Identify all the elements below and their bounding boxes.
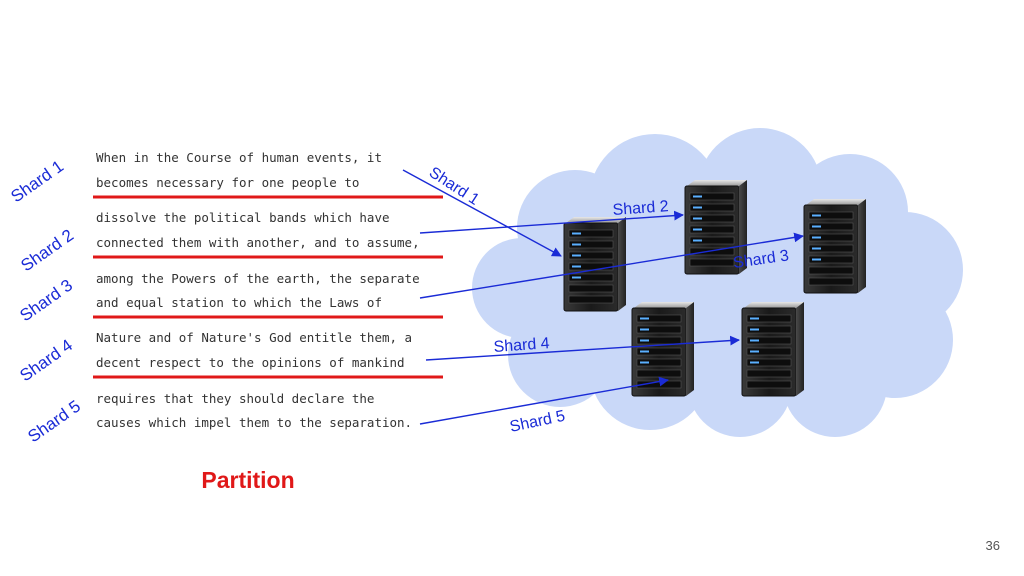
shard3-line2: and equal station to which the Laws of	[96, 295, 382, 310]
left-label-shard4: Shard 4	[16, 336, 76, 386]
shard3-line1: among the Powers of the earth, the separ…	[96, 271, 420, 286]
left-label-shard5: Shard 5	[24, 397, 84, 447]
page-number: 36	[986, 538, 1000, 553]
arrow-shard4	[425, 335, 740, 361]
cloud-shape	[472, 128, 963, 437]
arrow-shard3	[419, 232, 804, 299]
shard5-line1: requires that they should declare the	[96, 391, 374, 406]
text-column: When in the Course of human events, it b…	[96, 150, 420, 430]
left-label-shard1: Shard 1	[7, 157, 67, 207]
shard-arrows	[402, 169, 804, 425]
shard5-line2: causes which impel them to the separatio…	[96, 415, 412, 430]
partition-caption: Partition	[201, 467, 294, 493]
shard4-line2: decent respect to the opinions of mankin…	[96, 355, 405, 370]
shard-dividers	[93, 195, 443, 379]
left-shard-labels: Shard 1 Shard 2 Shard 3 Shard 4 Shard 5	[7, 157, 84, 447]
left-label-shard2: Shard 2	[17, 226, 77, 276]
left-label-shard3: Shard 3	[16, 276, 76, 326]
server-label-shard5: Shard 5	[508, 408, 566, 436]
server-label-shard4: Shard 4	[493, 335, 550, 356]
arrow-shard2	[419, 210, 684, 234]
arrow-shard1	[402, 169, 562, 257]
server-icon	[631, 301, 695, 397]
shard1-line1: When in the Course of human events, it	[96, 150, 382, 165]
server-label-shard2: Shard 2	[612, 198, 669, 219]
server-icon	[741, 301, 805, 397]
shard2-line2: connected them with another, and to assu…	[96, 235, 420, 250]
shard2-line1: dissolve the political bands which have	[96, 210, 390, 225]
shard4-line1: Nature and of Nature's God entitle them,…	[96, 330, 412, 345]
arrow-shard5	[419, 376, 669, 425]
shard1-line2: becomes necessary for one people to	[96, 175, 359, 190]
server-icon	[803, 198, 867, 294]
server-icon	[563, 216, 627, 312]
